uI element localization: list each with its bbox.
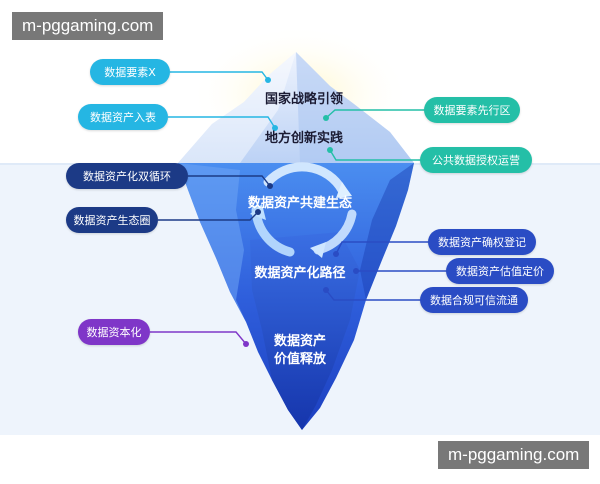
pill-ecosystem-circle: 数据资产生态圈 [66, 207, 158, 233]
pill-compliant-circulation: 数据合规可信流通 [420, 287, 528, 313]
label-national-strategy: 国家战略引领 [264, 92, 343, 107]
pill-dual-circulation: 数据资产化双循环 [66, 163, 188, 189]
connector-dot-data-elements-x [265, 77, 271, 83]
pill-data-elements-x: 数据要素X [90, 59, 170, 85]
label-assetization-path: 数据资产化路径 [254, 266, 346, 281]
connector-dot-dual-circulation [267, 183, 273, 189]
pill-capitalization: 数据资本化 [78, 319, 150, 345]
pill-valuation-pricing: 数据资产估值定价 [446, 258, 554, 284]
connector-dot-capitalization [243, 341, 249, 347]
label-local-innovation: 地方创新实践 [264, 131, 343, 146]
pill-data-elements-pilot-zone: 数据要素先行区 [424, 97, 520, 123]
connector-ecosystem-circle [158, 211, 259, 221]
label-value-release-line1: 数据资产 [273, 334, 326, 349]
pill-public-data-authorization: 公共数据授权运营 [420, 147, 532, 173]
iceberg-tip-shade [296, 52, 414, 163]
connector-public-data [329, 149, 422, 161]
label-co-built-ecosystem: 数据资产共建生态 [247, 196, 352, 211]
connector-data-assets-listing [168, 116, 276, 129]
connector-dot-rights-registration [333, 251, 339, 257]
iceberg-underwater-right-facet [360, 163, 414, 300]
connector-rights-registration [335, 241, 430, 255]
iceberg-underwater-left-shade [178, 163, 246, 322]
connector-dual-circulation [188, 175, 271, 187]
pill-rights-registration: 数据资产确权登记 [428, 229, 536, 255]
label-value-release-line2: 价值释放 [273, 352, 326, 367]
connector-capitalization [150, 331, 247, 345]
connector-dot-data-assets-listing [272, 125, 278, 131]
watermark-bottom: m-pggaming.com [438, 441, 590, 469]
connector-lines [150, 71, 448, 347]
connector-dot-pilot-zone [323, 115, 329, 121]
iceberg-underwater-core [250, 232, 360, 430]
connector-dot-ecosystem-circle [255, 209, 261, 215]
watermark-top: m-pggaming.com [12, 12, 164, 40]
pill-data-assets-listing: 数据资产入表 [78, 104, 168, 130]
connector-pilot-zone [325, 109, 428, 119]
connector-dot-compliant-circulation [323, 287, 329, 293]
connector-dot-public-data [327, 147, 333, 153]
connector-dot-valuation-pricing [353, 268, 359, 274]
connector-data-elements-x [170, 71, 269, 81]
cycle-arrows-icon [250, 162, 357, 258]
connector-compliant-circulation [325, 289, 422, 301]
